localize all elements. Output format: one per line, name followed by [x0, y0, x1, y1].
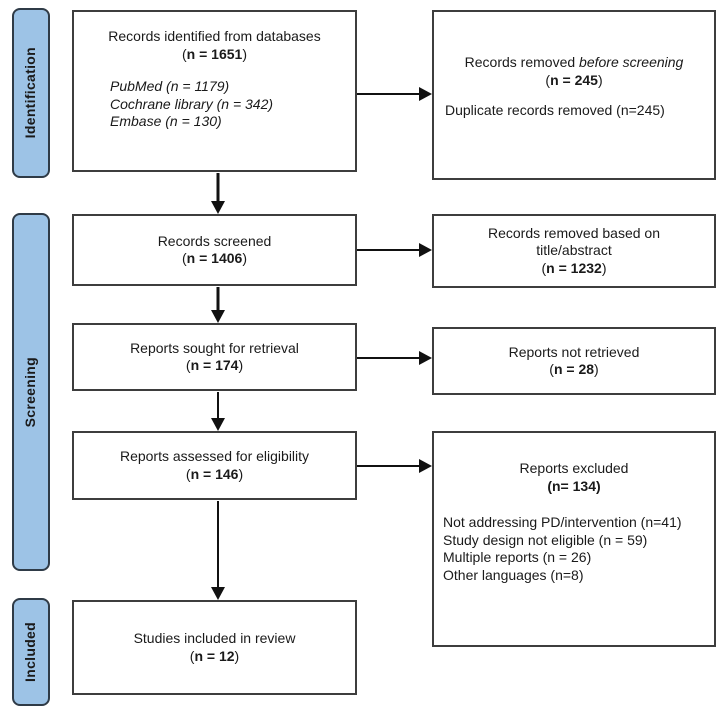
- stage-included-label: Included: [22, 622, 39, 682]
- box-records-removed-before-screening: Records removed before screening (n = 24…: [432, 10, 716, 180]
- reports-assessed-count: (n = 146): [185, 465, 244, 482]
- reports-assessed-title: Reports assessed for eligibility: [119, 448, 310, 464]
- records-identified-sources: PubMed (n = 1179) Cochrane library (n = …: [74, 78, 273, 131]
- records-screened-count: (n = 1406): [182, 250, 247, 266]
- reports-excluded-title: Reports excluded: [519, 460, 629, 476]
- arrow-sought-to-assessed: [210, 392, 226, 431]
- reports-excluded-count: (n= 134): [547, 477, 601, 494]
- removed-title-abstract-line1: Records removed based on: [488, 224, 660, 241]
- arrow-sought-to-not-retrieved: [357, 350, 432, 366]
- exclusion-reason: Not addressing PD/intervention (n=41): [443, 514, 682, 530]
- reports-not-retrieved-count: (n = 28): [549, 361, 599, 377]
- box-reports-not-retrieved: Reports not retrieved (n = 28): [432, 327, 716, 395]
- removed-before-count: (n = 245): [545, 71, 603, 88]
- box-reports-excluded: Reports excluded (n= 134) Not addressing…: [432, 431, 716, 647]
- removed-title-abstract-count: (n = 1232): [541, 259, 607, 276]
- reports-not-retrieved-title: Reports not retrieved: [508, 343, 640, 360]
- records-screened-title: Records screened: [157, 232, 272, 249]
- source-pubmed: PubMed (n = 1179): [110, 78, 230, 94]
- box-reports-assessed: Reports assessed for eligibility (n = 14…: [72, 431, 357, 500]
- reports-sought-count: (n = 174): [185, 357, 244, 373]
- source-embase: Embase (n = 130): [110, 113, 222, 129]
- source-cochrane: Cochrane library (n = 342): [110, 95, 274, 112]
- box-records-identified: Records identified from databases (n = 1…: [72, 10, 357, 172]
- box-records-removed-title-abstract: Records removed based on title/abstract …: [432, 214, 716, 288]
- records-identified-title: Records identified from databases: [108, 28, 321, 44]
- arrow-assessed-to-excluded: [357, 458, 432, 474]
- arrow-screened-to-sought: [210, 287, 226, 323]
- arrow-identified-to-screened: [210, 173, 226, 214]
- stage-identification-label: Identification: [22, 47, 39, 139]
- exclusion-reason: Other languages (n=8): [443, 566, 584, 583]
- studies-included-count: (n = 12): [189, 647, 240, 664]
- box-reports-sought: Reports sought for retrieval (n = 174): [72, 323, 357, 391]
- stage-screening-label: Screening: [22, 356, 39, 428]
- exclusion-reason: Multiple reports (n = 26): [443, 549, 592, 565]
- stage-screening: Screening: [12, 213, 50, 571]
- exclusion-reason: Study design not eligible (n = 59): [443, 531, 648, 548]
- arrow-identified-to-removed-before: [357, 86, 432, 102]
- removed-title-abstract-line2: title/abstract: [536, 242, 612, 259]
- box-records-screened: Records screened (n = 1406): [72, 214, 357, 286]
- stage-identification: Identification: [12, 8, 50, 178]
- removed-before-detail: Duplicate records removed (n=245): [445, 102, 665, 118]
- arrow-assessed-to-included: [210, 501, 226, 600]
- stage-included: Included: [12, 598, 50, 706]
- removed-before-title: Records removed before screening: [464, 54, 684, 70]
- studies-included-title: Studies included in review: [133, 630, 296, 646]
- records-identified-count: (n = 1651): [182, 45, 247, 62]
- reports-sought-title: Reports sought for retrieval: [130, 339, 299, 356]
- box-studies-included: Studies included in review (n = 12): [72, 600, 357, 695]
- arrow-screened-to-removed-title-abstract: [357, 242, 432, 258]
- reports-excluded-reasons: Not addressing PD/intervention (n=41) St…: [434, 514, 682, 584]
